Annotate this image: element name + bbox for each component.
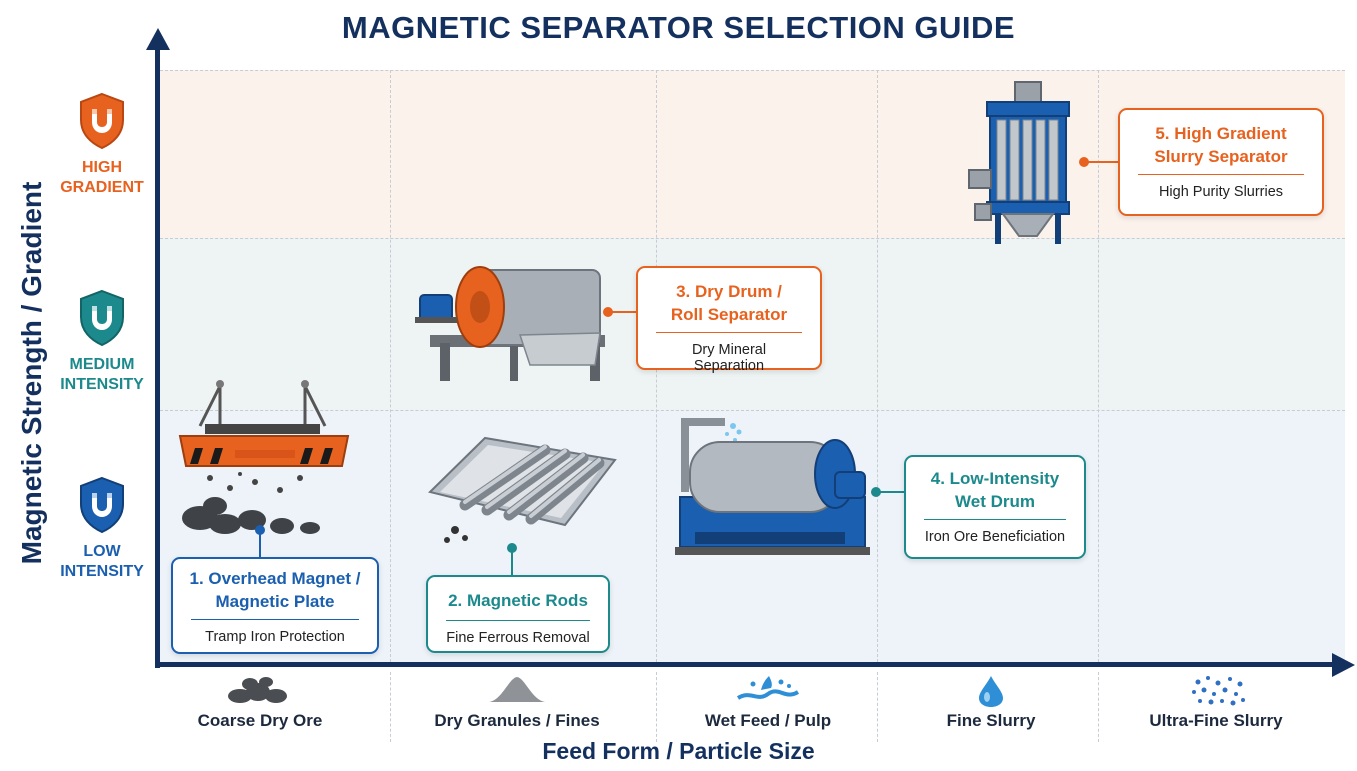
page-title: MAGNETIC SEPARATOR SELECTION GUIDE xyxy=(341,10,1016,45)
separator-card-magnetic-rods: 2. Magnetic Rods Fine Ferrous Removal xyxy=(426,575,610,653)
grid-line xyxy=(1098,672,1099,742)
x-axis-title: Feed Form / Particle Size xyxy=(542,738,815,764)
separator-card-overhead-magnet: 1. Overhead Magnet / Magnetic Plate Tram… xyxy=(171,557,379,654)
feed-form-label: Coarse Dry Ore xyxy=(197,711,323,730)
card-title-line1: 3. Dry Drum / xyxy=(676,282,782,301)
y-axis-title: Magnetic Strength / Gradient xyxy=(16,181,47,565)
sand-pile-icon xyxy=(489,677,545,702)
magnetic-rods-illustration xyxy=(428,436,617,543)
card-title: 4. Low-Intensity Wet Drum xyxy=(906,457,1084,513)
high-gradient-separator-illustration xyxy=(968,81,1070,244)
magnet-shield-icon xyxy=(80,476,124,534)
card-title: 1. Overhead Magnet / Magnetic Plate xyxy=(173,559,377,613)
separator-card-wet-drum: 4. Low-Intensity Wet Drum Iron Ore Benef… xyxy=(904,455,1086,559)
feed-form-label: Fine Slurry xyxy=(946,711,1036,730)
x-axis xyxy=(155,662,1335,667)
card-title: 3. Dry Drum / Roll Separator xyxy=(638,268,820,326)
grid-line xyxy=(160,410,1345,411)
x-axis-arrow-icon xyxy=(1332,653,1355,677)
overhead-magnet-illustration xyxy=(178,380,350,534)
feed-form-label: Dry Granules / Fines xyxy=(434,711,600,730)
droplet-icon xyxy=(979,676,1003,707)
magnet-shield-icon xyxy=(80,289,124,347)
feed-form-label: Ultra-Fine Slurry xyxy=(1149,711,1283,730)
grid-line xyxy=(160,70,1345,71)
magnet-shield-icon xyxy=(80,92,124,150)
rock-pile-icon xyxy=(228,677,287,703)
card-subtitle: Fine Ferrous Removal xyxy=(446,620,590,646)
separator-card-high-gradient: 5. High Gradient Slurry Separator High P… xyxy=(1118,108,1324,216)
feed-form-label: Wet Feed / Pulp xyxy=(704,711,832,730)
dry-drum-illustration xyxy=(415,266,605,381)
grid-line xyxy=(390,672,391,742)
level-line2: GRADIENT xyxy=(60,179,144,196)
card-title: 5. High Gradient Slurry Separator xyxy=(1120,110,1322,168)
card-subtitle: Iron Ore Beneficiation xyxy=(924,519,1066,545)
grid-line xyxy=(1098,70,1099,662)
card-title-line1: 2. Magnetic Rods xyxy=(448,591,588,610)
grid-line xyxy=(877,672,878,742)
grid-line xyxy=(390,70,391,662)
grid-line xyxy=(160,238,1345,239)
card-title-line1: 5. High Gradient xyxy=(1155,124,1287,143)
grid-line xyxy=(656,672,657,742)
dots-icon xyxy=(1192,676,1245,706)
level-line2: INTENSITY xyxy=(60,563,144,580)
y-axis xyxy=(155,44,160,668)
level-line1: LOW xyxy=(83,543,121,560)
level-high-gradient: HIGH GRADIENT xyxy=(47,92,157,198)
card-title-line2: Slurry Separator xyxy=(1154,147,1288,166)
level-line1: HIGH xyxy=(82,159,122,176)
grid-line xyxy=(877,70,878,662)
level-line1: MEDIUM xyxy=(69,356,135,373)
wet-drum-illustration xyxy=(675,418,870,555)
y-axis-arrow-icon xyxy=(146,28,170,50)
card-title-line2: Magnetic Plate xyxy=(215,592,335,611)
card-title: 2. Magnetic Rods xyxy=(428,577,608,612)
separator-card-dry-drum: 3. Dry Drum / Roll Separator Dry Mineral… xyxy=(636,266,822,374)
card-subtitle: High Purity Slurries xyxy=(1138,174,1304,200)
level-low-intensity: LOW INTENSITY xyxy=(47,476,157,582)
card-title-line1: 4. Low-Intensity xyxy=(930,469,1060,488)
card-title-line1: 1. Overhead Magnet / xyxy=(189,569,361,588)
card-title-line2: Wet Drum xyxy=(955,492,1035,511)
level-medium-intensity: MEDIUM INTENSITY xyxy=(47,289,157,395)
water-splash-icon xyxy=(736,676,800,700)
card-title-line2: Roll Separator xyxy=(670,305,788,324)
card-subtitle: Dry Mineral Separation xyxy=(656,332,802,374)
level-line2: INTENSITY xyxy=(60,376,144,393)
card-subtitle: Tramp Iron Protection xyxy=(191,619,359,645)
